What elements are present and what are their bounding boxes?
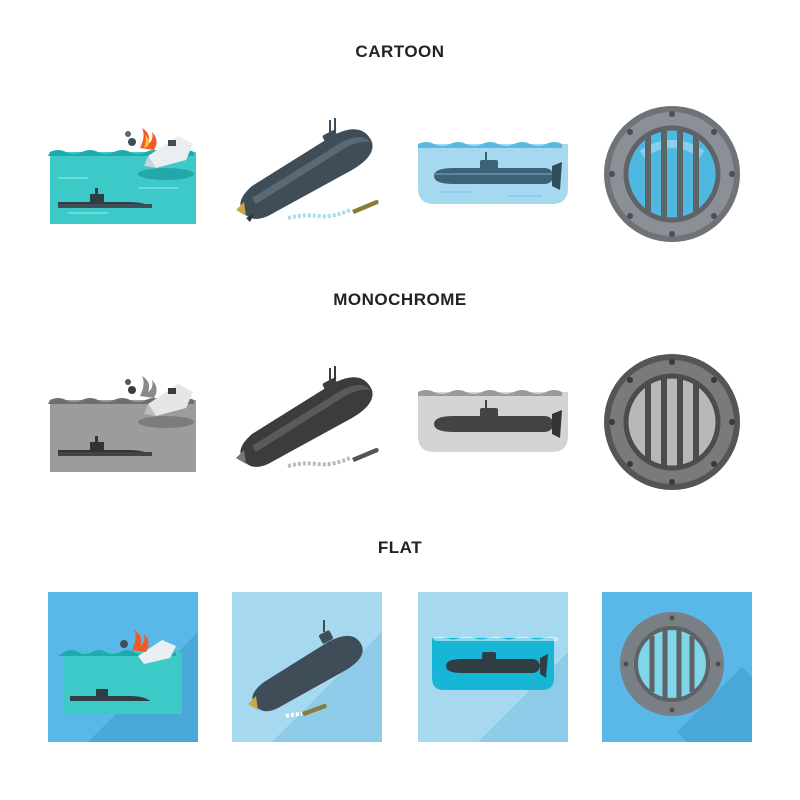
cartoon-porthole-icon <box>602 104 742 244</box>
monochrome-submarine-torpedo-icon <box>232 366 382 476</box>
cartoon-sinking-ship-icon <box>48 118 198 228</box>
monochrome-sinking-ship-icon <box>48 366 198 476</box>
monochrome-underwater-submarine-icon <box>418 390 568 454</box>
section-title-flat: FLAT <box>377 538 423 557</box>
monochrome-porthole-icon <box>602 352 742 492</box>
cartoon-underwater-submarine-icon <box>418 142 568 206</box>
section-title-cartoon: CARTOON <box>355 42 445 61</box>
cartoon-submarine-torpedo-icon <box>232 118 382 228</box>
flat-porthole-icon <box>602 592 752 742</box>
flat-submarine-torpedo-icon <box>232 592 382 742</box>
section-title-monochrome: MONOCHROME <box>333 290 467 309</box>
flat-underwater-submarine-icon <box>418 592 568 742</box>
flat-sinking-ship-icon <box>48 592 198 742</box>
